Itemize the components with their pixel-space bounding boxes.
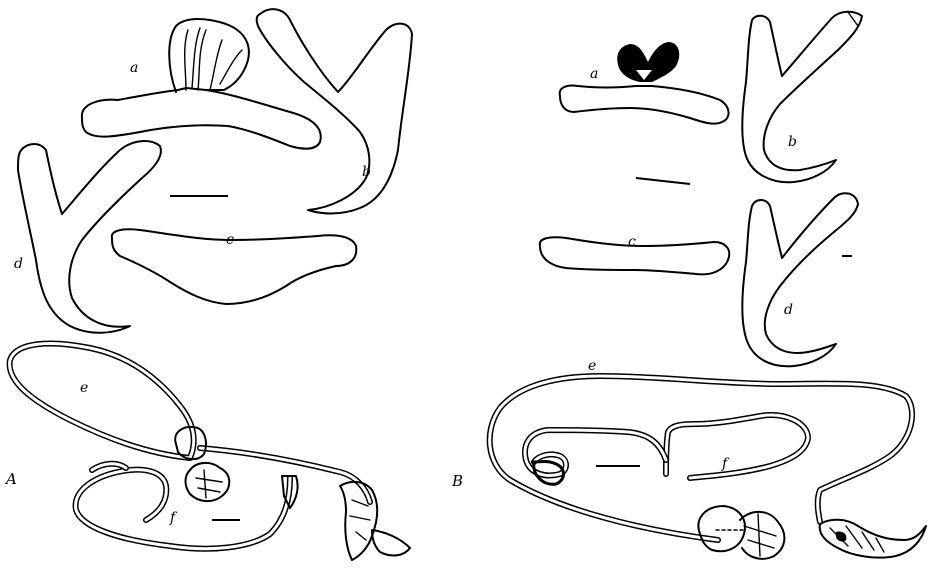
panel-a-copulatory-organ (340, 482, 410, 560)
panel-b-scale-bar (636, 178, 690, 184)
panel-a-label-d: d (14, 256, 23, 272)
panel-b-label-e: e (588, 358, 596, 374)
panel-a-label-e: e (80, 380, 88, 396)
panel-a-part-b-anchor (257, 9, 412, 213)
panel-b-label-a: a (590, 66, 598, 82)
panel-a-label: A (4, 470, 17, 488)
panel-b-part-b-anchor (742, 12, 862, 183)
panel-a-part-d-anchor (18, 141, 161, 333)
panel-b-part-a-ventral-bar (560, 42, 729, 124)
panel-b-copulatory-organ (820, 520, 926, 558)
panel-b-part-f-duct (525, 415, 808, 484)
panel-a-label-c: c (226, 232, 234, 248)
panel-b: a b c d e (451, 12, 926, 559)
panel-b-part-d-anchor (742, 193, 858, 366)
panel-a: a b c d e (4, 9, 412, 560)
panel-a-part-e-duct (10, 344, 370, 502)
panel-b-organ (698, 506, 784, 559)
panel-b-label-d: d (784, 302, 793, 318)
panel-a-label-b: b (362, 164, 371, 180)
panel-b-label-f: f (721, 456, 730, 472)
panel-a-part-c-dorsal-bar (112, 229, 356, 304)
panel-b-label-c: c (628, 234, 636, 250)
panel-b-label-b: b (788, 134, 797, 150)
panel-a-organ (175, 427, 229, 501)
panel-a-part-a-ventral-bar (82, 19, 321, 149)
panel-a-label-f: f (169, 510, 178, 526)
panel-b-label: B (451, 472, 463, 490)
panel-a-label-a: a (130, 60, 138, 76)
